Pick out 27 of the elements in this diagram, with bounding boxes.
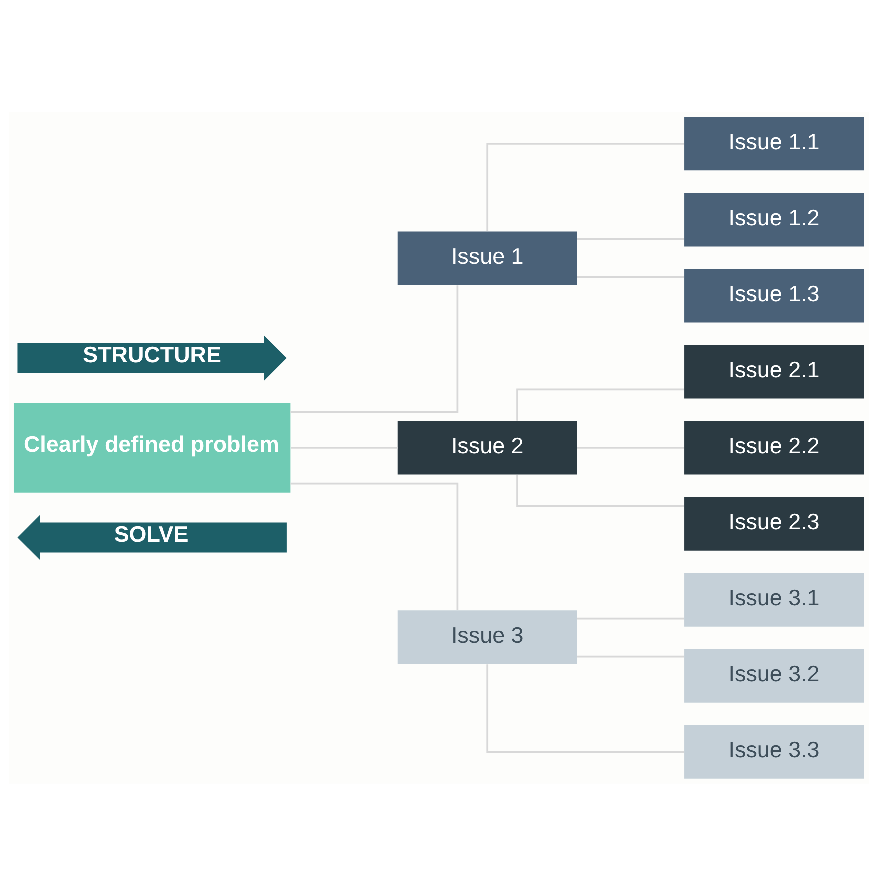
connector bbox=[290, 446, 398, 448]
node-box: Issue 3.3 bbox=[684, 724, 864, 778]
node-box: Clearly defined problem bbox=[13, 402, 290, 492]
connector bbox=[290, 285, 458, 413]
connector bbox=[486, 142, 684, 231]
connector bbox=[290, 482, 458, 610]
node-box: Issue 3.1 bbox=[684, 572, 864, 626]
node-box: Issue 1 bbox=[397, 231, 577, 285]
node-box: Issue 3 bbox=[397, 610, 577, 664]
connector bbox=[577, 446, 684, 448]
connector bbox=[577, 617, 684, 620]
node-box: Issue 1.2 bbox=[684, 192, 864, 246]
connector bbox=[577, 238, 684, 240]
label: SOLVE bbox=[114, 521, 188, 546]
node-box: Issue 2.2 bbox=[684, 420, 864, 474]
connector bbox=[486, 664, 684, 753]
connector bbox=[577, 276, 684, 278]
connector bbox=[577, 655, 684, 658]
label: STRUCTURE bbox=[82, 342, 221, 367]
node-box: Issue 2.3 bbox=[684, 496, 864, 550]
node-box: Issue 1.3 bbox=[684, 268, 864, 322]
node-box: Issue 3.2 bbox=[684, 648, 864, 702]
node-box: Issue 2.1 bbox=[684, 344, 864, 398]
node-box: Issue 2 bbox=[397, 420, 577, 474]
node-box: Issue 1.1 bbox=[684, 116, 864, 170]
connector bbox=[516, 388, 684, 420]
connector bbox=[516, 474, 684, 507]
